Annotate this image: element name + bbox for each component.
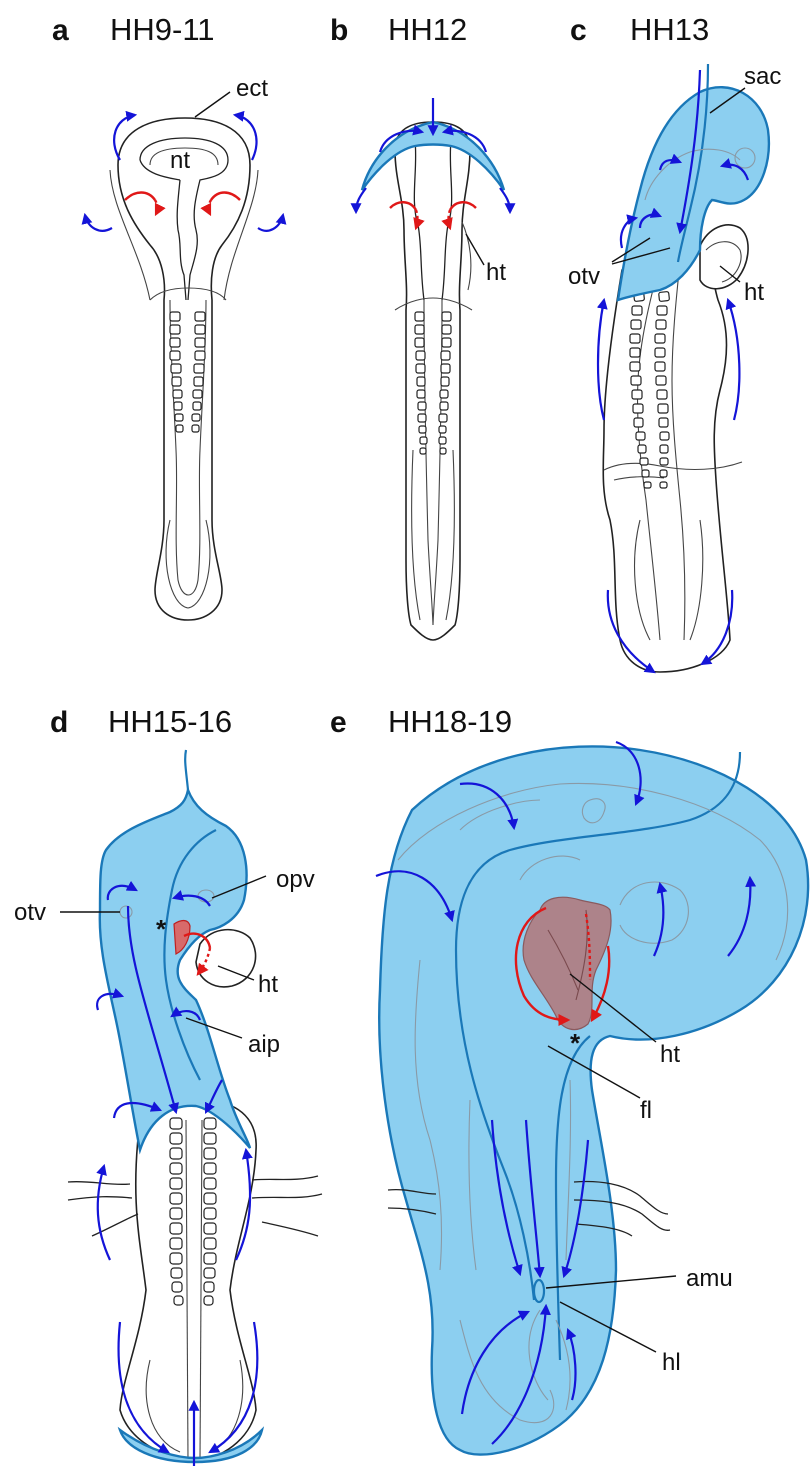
panel-e-letter: e	[330, 706, 347, 739]
amnion-fold-d	[185, 750, 188, 790]
label-aip: aip	[248, 1031, 280, 1058]
panel-d-stage: HH15-16	[108, 704, 232, 739]
label-sac: sac	[744, 63, 781, 90]
panel-c-stage: HH13	[630, 12, 709, 47]
panel-a-letter: a	[52, 14, 69, 47]
asterisk-d: *	[156, 914, 167, 944]
embryo-b	[395, 122, 472, 640]
label-amu: amu	[686, 1265, 733, 1292]
embryo-a	[110, 118, 258, 620]
panel-d-letter: d	[50, 706, 68, 739]
label-otv-d: otv	[14, 899, 46, 926]
label-ht-b: ht	[486, 259, 506, 286]
ect-leader	[195, 92, 230, 117]
label-ect: ect	[236, 75, 268, 102]
label-ht-d: ht	[258, 971, 278, 998]
asterisk-e: *	[570, 1028, 581, 1058]
label-fl: fl	[640, 1097, 652, 1124]
panel-d: d HH15-16	[14, 704, 322, 1466]
label-ht-e: ht	[660, 1041, 680, 1068]
label-opv: opv	[276, 866, 315, 893]
ht-b-leader	[466, 234, 484, 265]
panel-a: a HH9-11	[52, 12, 283, 620]
panel-b-letter: b	[330, 14, 348, 47]
label-otv-c: otv	[568, 263, 600, 290]
panel-b-stage: HH12	[388, 12, 467, 47]
panel-a-stage: HH9-11	[110, 12, 215, 47]
panel-c-letter: c	[570, 14, 587, 47]
panel-e: e HH18-19	[330, 704, 808, 1455]
label-nt: nt	[170, 147, 190, 174]
label-ht-c: ht	[744, 279, 764, 306]
amnion-e	[379, 746, 808, 1454]
label-hl: hl	[662, 1349, 681, 1376]
panel-b: b HH12	[330, 12, 510, 640]
panel-e-stage: HH18-19	[388, 704, 512, 739]
panel-c: c HH13	[568, 12, 781, 672]
